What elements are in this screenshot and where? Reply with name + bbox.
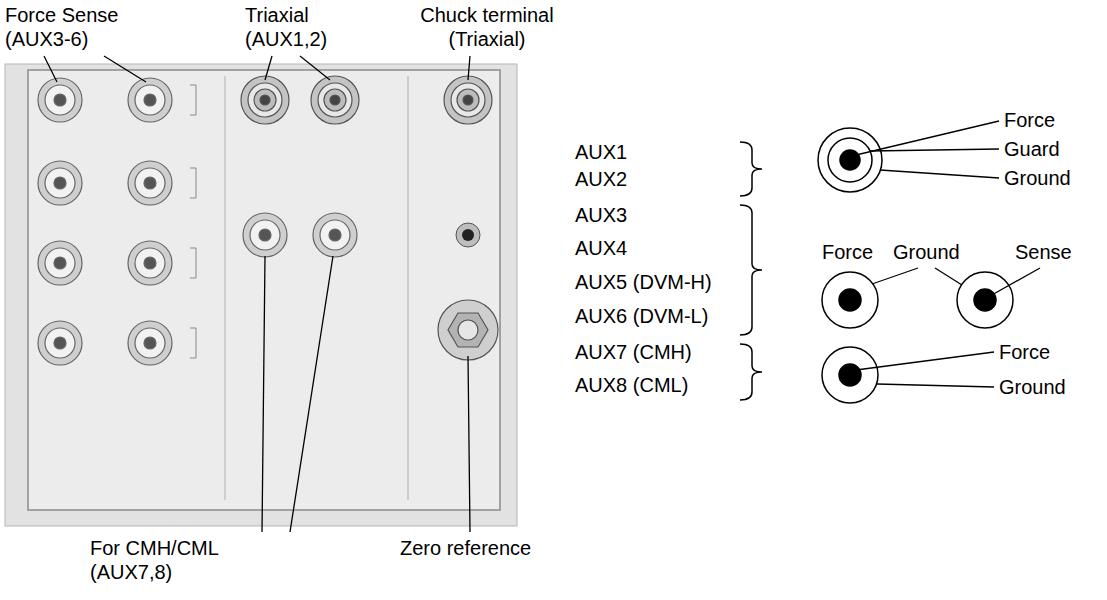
callout-label: AUX4: [575, 236, 627, 260]
plate-divider: [408, 76, 409, 500]
callout-label: Chuck terminal (Triaxial): [412, 3, 562, 51]
brace: [740, 142, 762, 400]
zero-reference-knob: [438, 300, 498, 360]
plate-divider: [225, 76, 226, 500]
callout-label: AUX1: [575, 140, 627, 164]
callout-label: Guard: [1004, 137, 1060, 161]
callout-label: Sense: [1015, 240, 1072, 264]
callout-label: AUX6 (DVM-L): [575, 304, 708, 328]
panel-photo: [5, 64, 517, 526]
callout-label: Ground: [893, 240, 960, 264]
triax-connectors: [241, 76, 492, 124]
callout-label: Triaxial (AUX1,2): [245, 3, 345, 51]
triax-symbol: [818, 128, 882, 192]
callout-label: Ground: [1004, 166, 1071, 190]
leader-lines: [44, 56, 470, 532]
callout-label: For CMH/CML (AUX7,8): [90, 536, 230, 584]
callout-label: Force: [822, 240, 873, 264]
callout-label: AUX5 (DVM-H): [575, 270, 712, 294]
ground-jack: [456, 223, 480, 247]
bnc-symbol: [822, 272, 1013, 403]
callout-label: AUX2: [575, 167, 627, 191]
bnc-connectors: [38, 78, 357, 365]
callout-label: AUX8 (CML): [575, 373, 688, 397]
callout-label: AUX3: [575, 203, 627, 227]
plate-brackets: [190, 85, 196, 358]
callout-label: Force: [999, 340, 1050, 364]
callout-label: Zero reference: [400, 536, 531, 560]
callout-label: AUX7 (CMH): [575, 340, 692, 364]
callout-label: Force: [1004, 108, 1055, 132]
callout-label: Force Sense (AUX3-6): [5, 3, 123, 51]
callout-label: Ground: [999, 375, 1066, 399]
